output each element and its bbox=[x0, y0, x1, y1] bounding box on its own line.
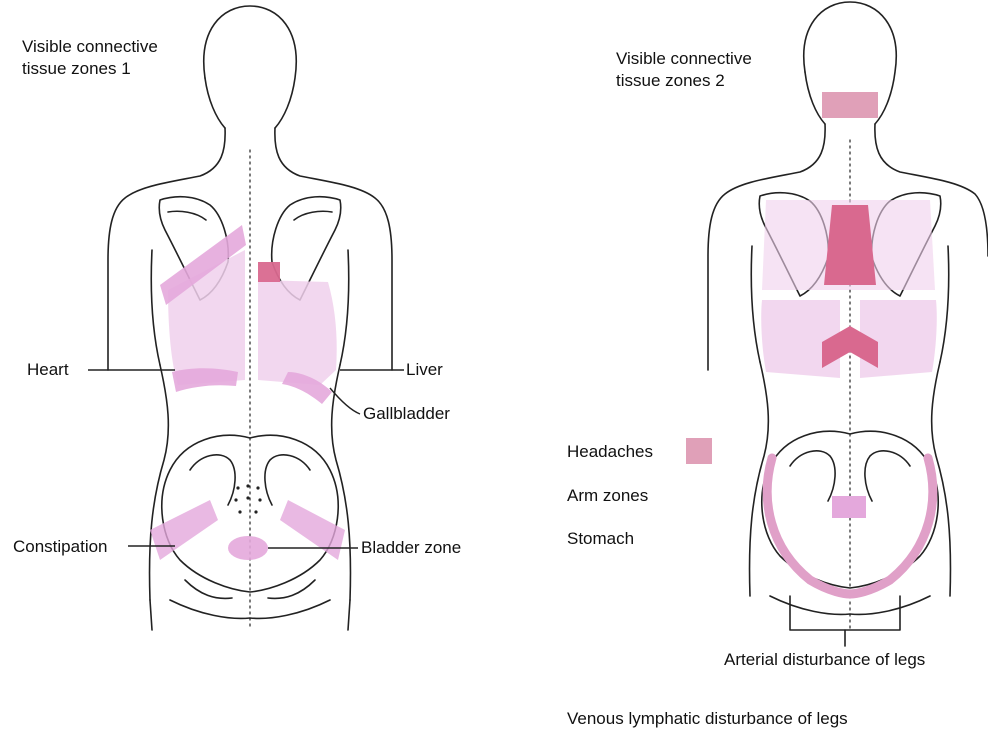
gallbladder-label: Gallbladder bbox=[363, 404, 450, 424]
figure1-title-line2: tissue zones 1 bbox=[22, 58, 158, 80]
venous-zone-right bbox=[850, 458, 933, 594]
sacral-zone bbox=[832, 496, 866, 518]
heart-band-lower bbox=[172, 368, 238, 392]
headaches-zone bbox=[822, 92, 878, 118]
figure1-title-line1: Visible connective bbox=[22, 36, 158, 58]
figure2-title-line2: tissue zones 2 bbox=[616, 70, 752, 92]
stomach-zone bbox=[824, 205, 876, 285]
bladder-zone-label: Bladder zone bbox=[361, 538, 461, 558]
headaches-legend-swatch bbox=[686, 438, 712, 464]
venous-disturbance-label: Venous lymphatic disturbance of legs bbox=[567, 709, 848, 729]
sacral-dots bbox=[234, 484, 261, 513]
constipation-zone-right bbox=[280, 500, 345, 560]
headaches-legend-label: Headaches bbox=[567, 442, 653, 462]
figure1-title: Visible connective tissue zones 1 bbox=[22, 36, 158, 80]
arterial-disturbance-label: Arterial disturbance of legs bbox=[724, 650, 925, 670]
figure2-title: Visible connective tissue zones 2 bbox=[616, 48, 752, 92]
arm-zones-legend-label: Arm zones bbox=[567, 486, 648, 506]
liver-zone bbox=[258, 280, 337, 385]
bladder-zone bbox=[228, 536, 268, 560]
liver-upper-mark bbox=[258, 262, 280, 282]
heart-label: Heart bbox=[27, 360, 69, 380]
stomach-legend-label: Stomach bbox=[567, 529, 634, 549]
venous-zone-left bbox=[767, 458, 850, 594]
figure2-title-line1: Visible connective bbox=[616, 48, 752, 70]
constipation-zone-left bbox=[150, 500, 218, 560]
liver-label: Liver bbox=[406, 360, 443, 380]
constipation-label: Constipation bbox=[13, 537, 108, 557]
